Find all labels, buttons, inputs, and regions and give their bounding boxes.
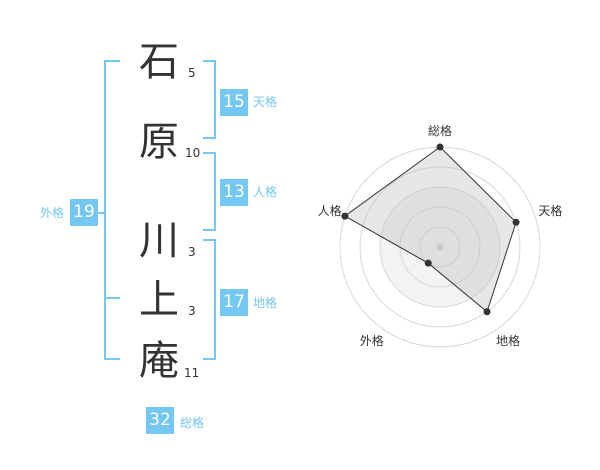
name-char-4: 上 [139,277,179,323]
soukaku-label: 総格 [180,416,205,430]
jinkaku-label: 人格 [253,185,278,199]
name-char-1: 石 [139,39,179,85]
stroke-count-4: 3 [188,304,196,318]
jinkaku-bracket-bottom [203,229,216,231]
radar-axis-label-4: 外格 [360,333,384,348]
radar-ring-4 [359,166,521,328]
stroke-count-5: 11 [184,366,200,380]
name-char-5: 庵 [139,338,179,384]
chikaku-value-badge: 17 [220,289,248,316]
jinkaku-bracket [214,152,216,231]
radar-point-3 [483,308,491,316]
jinkaku-bracket-top [203,152,216,154]
gaikaku-value-badge: 19 [70,199,98,226]
radar-points [341,143,520,316]
tenkaku-bracket-top [203,60,216,62]
tenkaku-value-badge: 15 [220,89,248,116]
radar-point-1 [436,143,444,151]
soukaku-value-badge: 32 [146,407,174,434]
radar-axis-label-1: 総格 [428,123,452,138]
name-char-3: 川 [139,218,179,264]
radar-axis-label-3: 地格 [496,333,520,348]
radar-axis-label-5: 人格 [318,203,342,218]
radar-point-5 [341,212,349,220]
gaikaku-bracket-top [104,60,120,62]
stroke-count-1: 5 [188,66,196,80]
gaikaku-label: 外格 [40,206,65,220]
radar-center-dot [436,243,444,251]
gaikaku-bracket [104,60,106,360]
chikaku-bracket [214,239,216,360]
chikaku-label: 地格 [253,296,278,310]
radar-point-2 [512,218,520,226]
stroke-count-3: 3 [188,245,196,259]
radar-point-4 [424,259,432,267]
tenkaku-bracket-bottom [203,137,216,139]
chikaku-bracket-top [203,239,216,241]
radar-value-polygon [343,146,517,313]
gaikaku-bracket-mid [104,297,120,299]
tenkaku-label: 天格 [253,95,278,109]
name-char-2: 原 [139,119,179,165]
radar-rings [339,146,541,348]
chikaku-bracket-bottom [203,358,216,360]
gaikaku-bracket-bottom [104,358,120,360]
radar-axis-label-2: 天格 [538,203,562,218]
gaikaku-connector [98,212,105,214]
jinkaku-value-badge: 13 [220,179,248,206]
stroke-count-2: 10 [185,146,201,160]
tenkaku-bracket [214,60,216,139]
